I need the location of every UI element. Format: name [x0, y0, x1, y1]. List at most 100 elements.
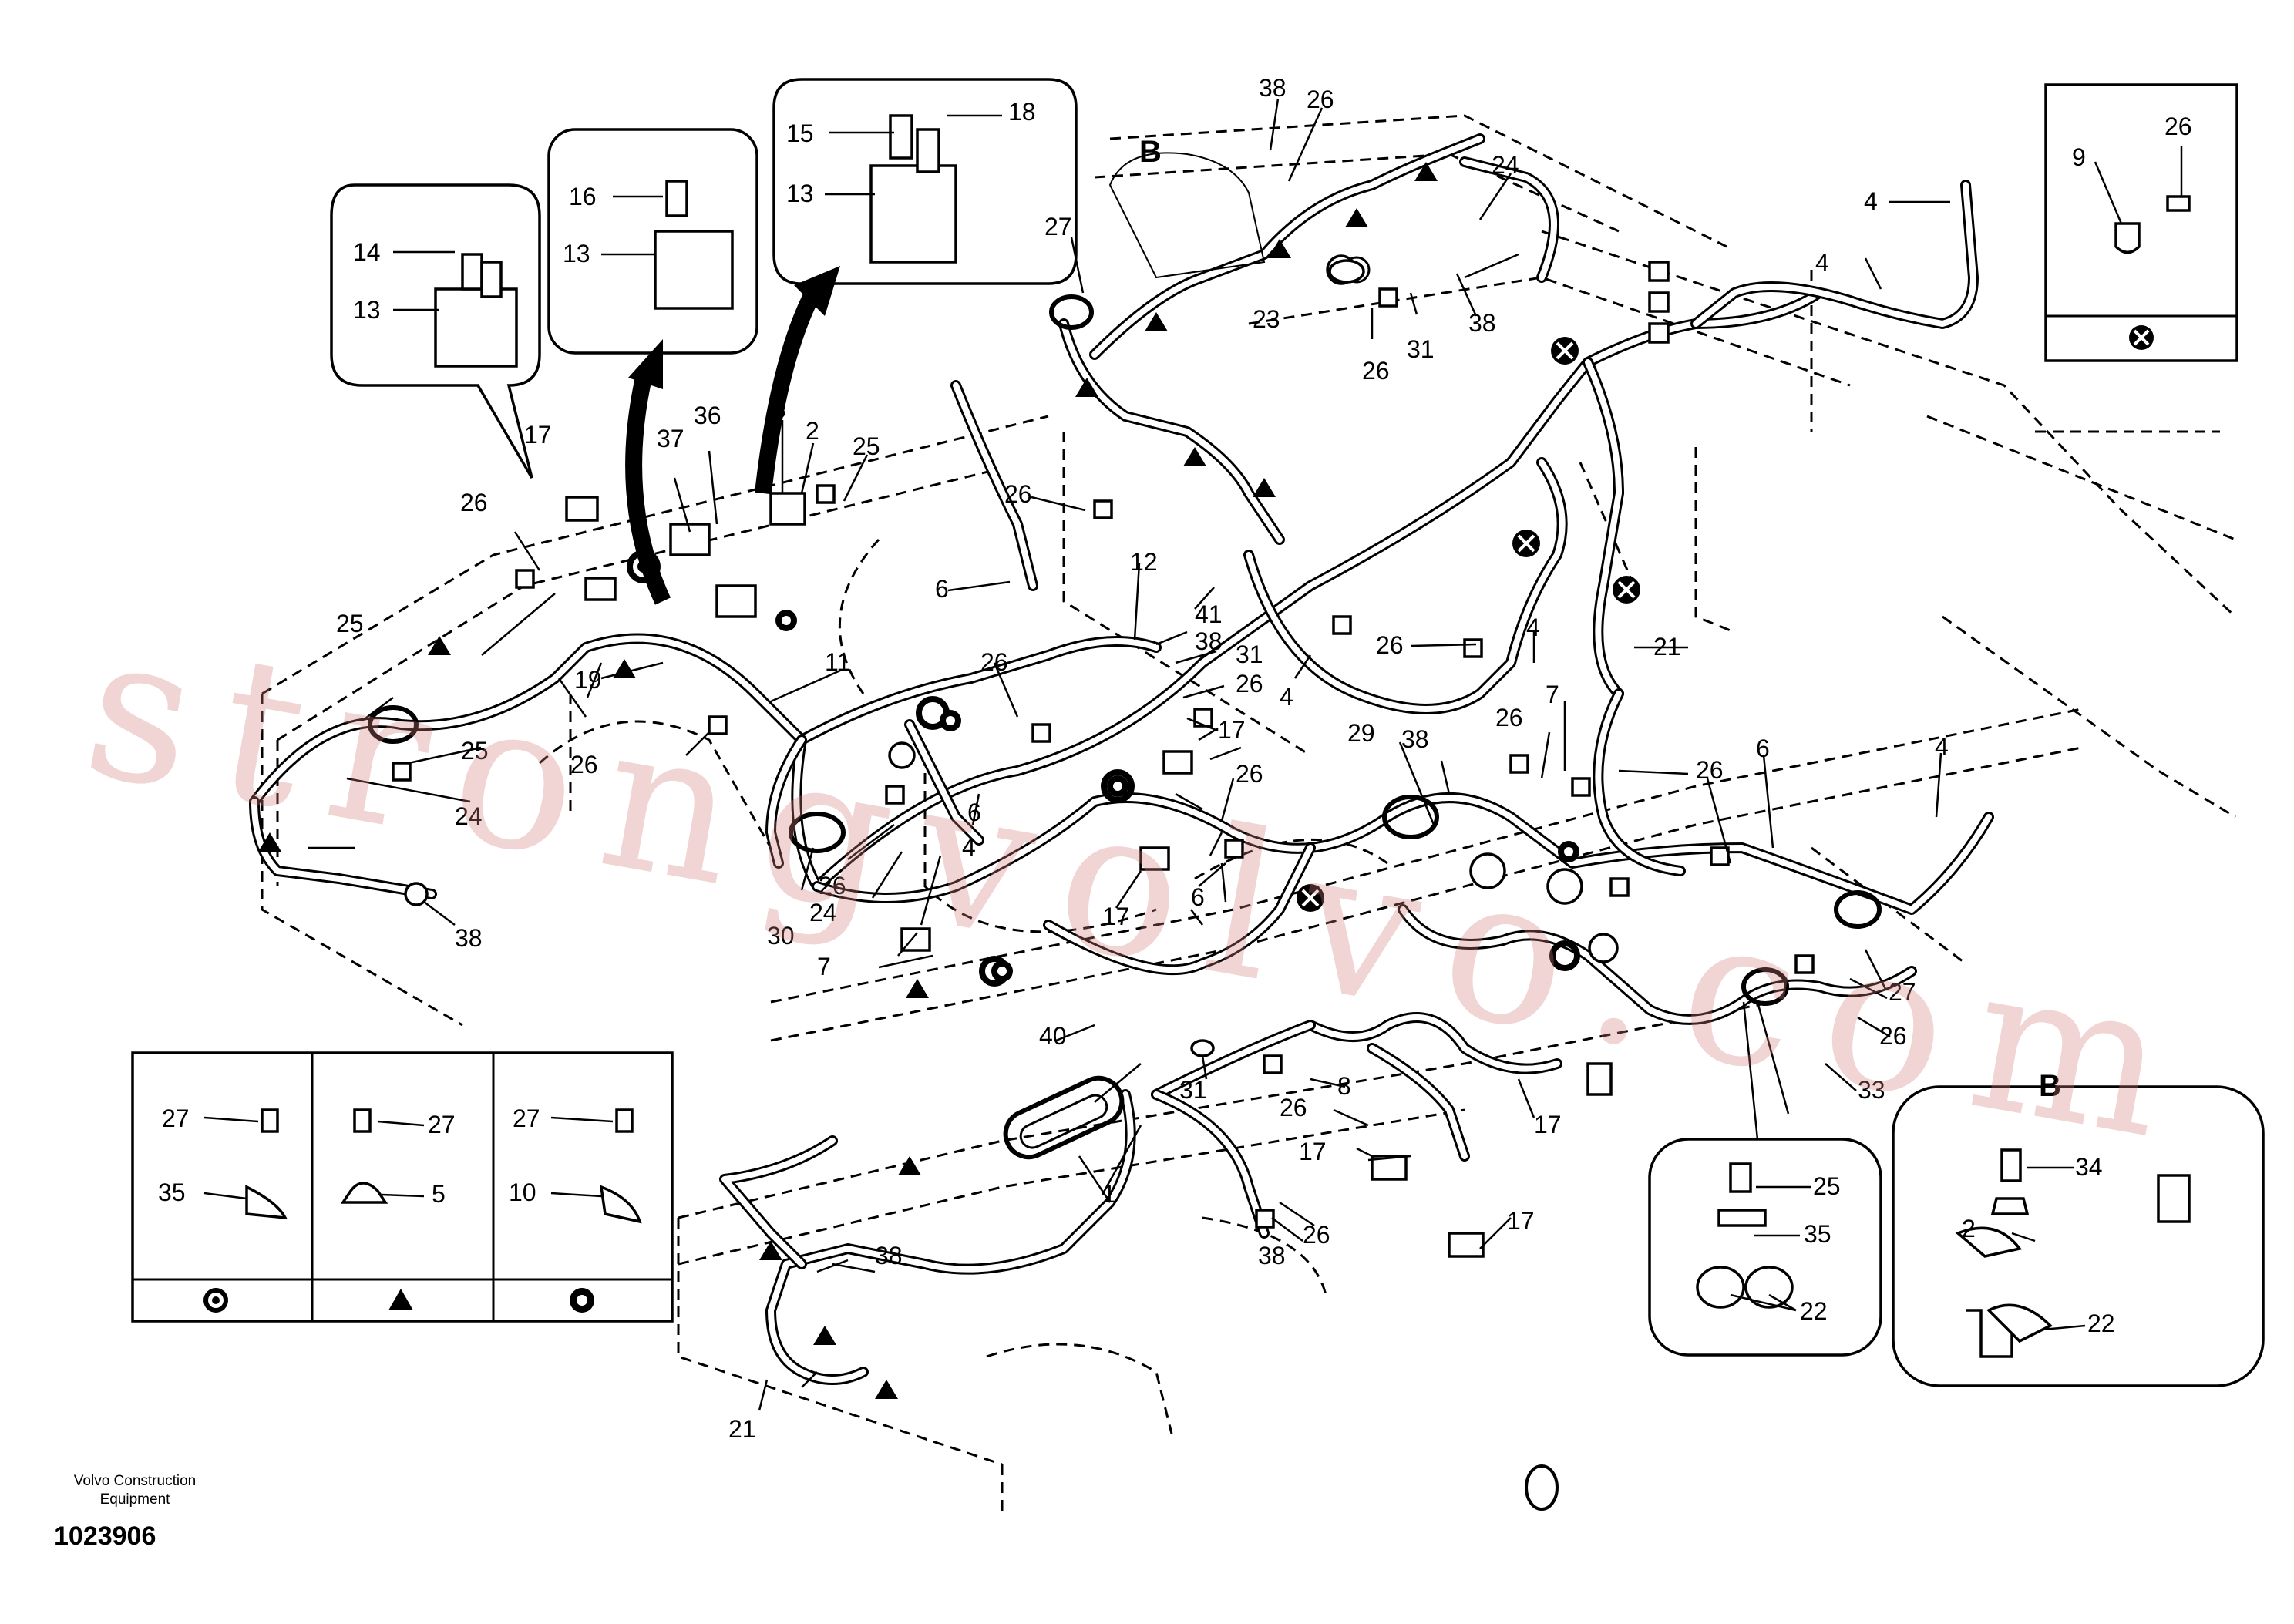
callout-27: 26	[1376, 631, 1404, 659]
callout-30: 29	[1347, 719, 1375, 747]
legend-col3-top: 27	[513, 1105, 540, 1132]
callout-18: 18	[1008, 98, 1036, 126]
legend-col2-top: 27	[428, 1111, 456, 1138]
callout-27: 26	[980, 648, 1008, 676]
legend-table	[131, 1051, 674, 1323]
callout-25: 24	[455, 802, 483, 830]
callout-39: 38	[1401, 725, 1429, 753]
callout-6: 6	[967, 799, 981, 826]
view-b-label: B	[1139, 135, 1162, 169]
legend-symbol-ring	[570, 1288, 594, 1313]
callout-27: 26	[819, 872, 846, 899]
brand-line-2: Equipment	[99, 1491, 170, 1508]
callout-14: 14	[353, 238, 381, 266]
callout-19: 19	[574, 666, 602, 694]
callout-3: 3	[772, 395, 786, 423]
callout-31: 30	[767, 922, 795, 950]
callout-13: 13	[786, 180, 814, 207]
callout-41: 41	[1195, 600, 1223, 628]
legend-col1-top: 27	[162, 1105, 190, 1132]
callout-16: 16	[569, 183, 597, 210]
callout-29: 27	[1889, 978, 1916, 1006]
callout-26: 25	[1813, 1172, 1841, 1200]
callout-32: 31	[1236, 641, 1263, 668]
legend-symbol-circle-dot	[204, 1288, 228, 1313]
callout-27: 26	[570, 751, 598, 778]
callout-27: 26	[1495, 704, 1523, 731]
callout-36: 35	[1804, 1220, 1832, 1248]
callout-27: 26	[1879, 1022, 1907, 1050]
callout-13: 13	[353, 296, 381, 324]
callout-37: 36	[694, 402, 722, 429]
callout-27: 26	[1236, 760, 1263, 788]
callout-24: 23	[1253, 305, 1280, 333]
callout-33: 34	[2075, 1153, 2103, 1181]
callout-4: 4	[1864, 187, 1878, 215]
callout-4: 4	[1935, 733, 1949, 761]
callout-11: 11	[825, 648, 850, 676]
callout-6: 6	[1756, 735, 1770, 762]
footer: Volvo Construction Equipment 1023906	[31, 1472, 278, 1552]
callout-27: 26	[1696, 756, 1724, 784]
frame-outline	[261, 114, 2237, 1511]
callout-25: 24	[809, 899, 837, 926]
callout-39: 38	[875, 1242, 903, 1269]
callout-17: 17	[1507, 1207, 1535, 1235]
legend-col1-bottom: 35	[158, 1178, 186, 1206]
detail-arrows	[625, 266, 840, 605]
callout-28: 25	[461, 737, 489, 765]
callout-39: 38	[455, 924, 483, 952]
callout-27: 26	[1303, 1221, 1330, 1249]
callout-29: 27	[1044, 213, 1072, 240]
callout-28: 25	[336, 610, 364, 637]
callout-27: 26	[1280, 1094, 1307, 1121]
drawing-number: 1023906	[54, 1521, 156, 1551]
callout-9: 9	[2072, 143, 2086, 171]
view-b-callout	[1108, 152, 1266, 279]
bolts	[392, 259, 1815, 1229]
callout-4: 4	[1280, 683, 1293, 711]
callout-17: 17	[1218, 716, 1246, 744]
symbol-cross-circles	[1297, 337, 1640, 912]
callout-27: 26	[1236, 670, 1263, 698]
callout-8: 8	[1337, 1072, 1351, 1100]
callout-22: 21	[1653, 633, 1681, 661]
callout-2: 2	[806, 417, 819, 445]
leader-lines	[308, 98, 1950, 1411]
callout-27: 26	[1307, 86, 1334, 113]
topright-symbol-cross-circle	[2129, 325, 2154, 350]
topright-detail-box	[2044, 83, 2238, 362]
callout-4: 4	[1815, 249, 1829, 277]
callout-6: 6	[1191, 883, 1205, 911]
callout-21: 21	[728, 1415, 756, 1443]
harness-clips	[368, 256, 1882, 1511]
brand-line-1: Volvo Construction	[73, 1473, 197, 1489]
callout-1: 1	[1102, 1180, 1116, 1208]
callout-40: 40	[1039, 1022, 1067, 1050]
detail-box-b	[1756, 1001, 2265, 1387]
callout-39: 38	[1468, 309, 1496, 337]
relay-detail-3	[772, 78, 1078, 285]
symbol-rings	[637, 560, 1579, 982]
callout-7: 7	[1546, 681, 1559, 708]
callout-39: 38	[1195, 627, 1223, 655]
callout-2: 2	[1962, 1215, 1976, 1242]
legend-col2-bottom: 5	[432, 1180, 446, 1208]
callout-17: 17	[1534, 1111, 1562, 1138]
callout-17: 17	[1102, 903, 1130, 930]
callout-12: 12	[1130, 548, 1158, 576]
wiring-harness	[249, 133, 1994, 1385]
legend-symbol-triangle	[388, 1289, 413, 1310]
callout-13: 13	[563, 240, 590, 267]
callout-27: 26	[2164, 113, 2192, 140]
callout-32: 31	[1407, 335, 1435, 363]
callout-32: 31	[1179, 1076, 1207, 1104]
callout-6: 6	[935, 575, 949, 603]
callout-39: 38	[1258, 1242, 1286, 1269]
callout-38: 37	[657, 425, 684, 452]
callout-23: 22	[2087, 1310, 2115, 1337]
callout-25: 24	[1492, 151, 1519, 179]
callout-27: 26	[1362, 357, 1390, 385]
callout-17: 17	[1299, 1138, 1327, 1165]
